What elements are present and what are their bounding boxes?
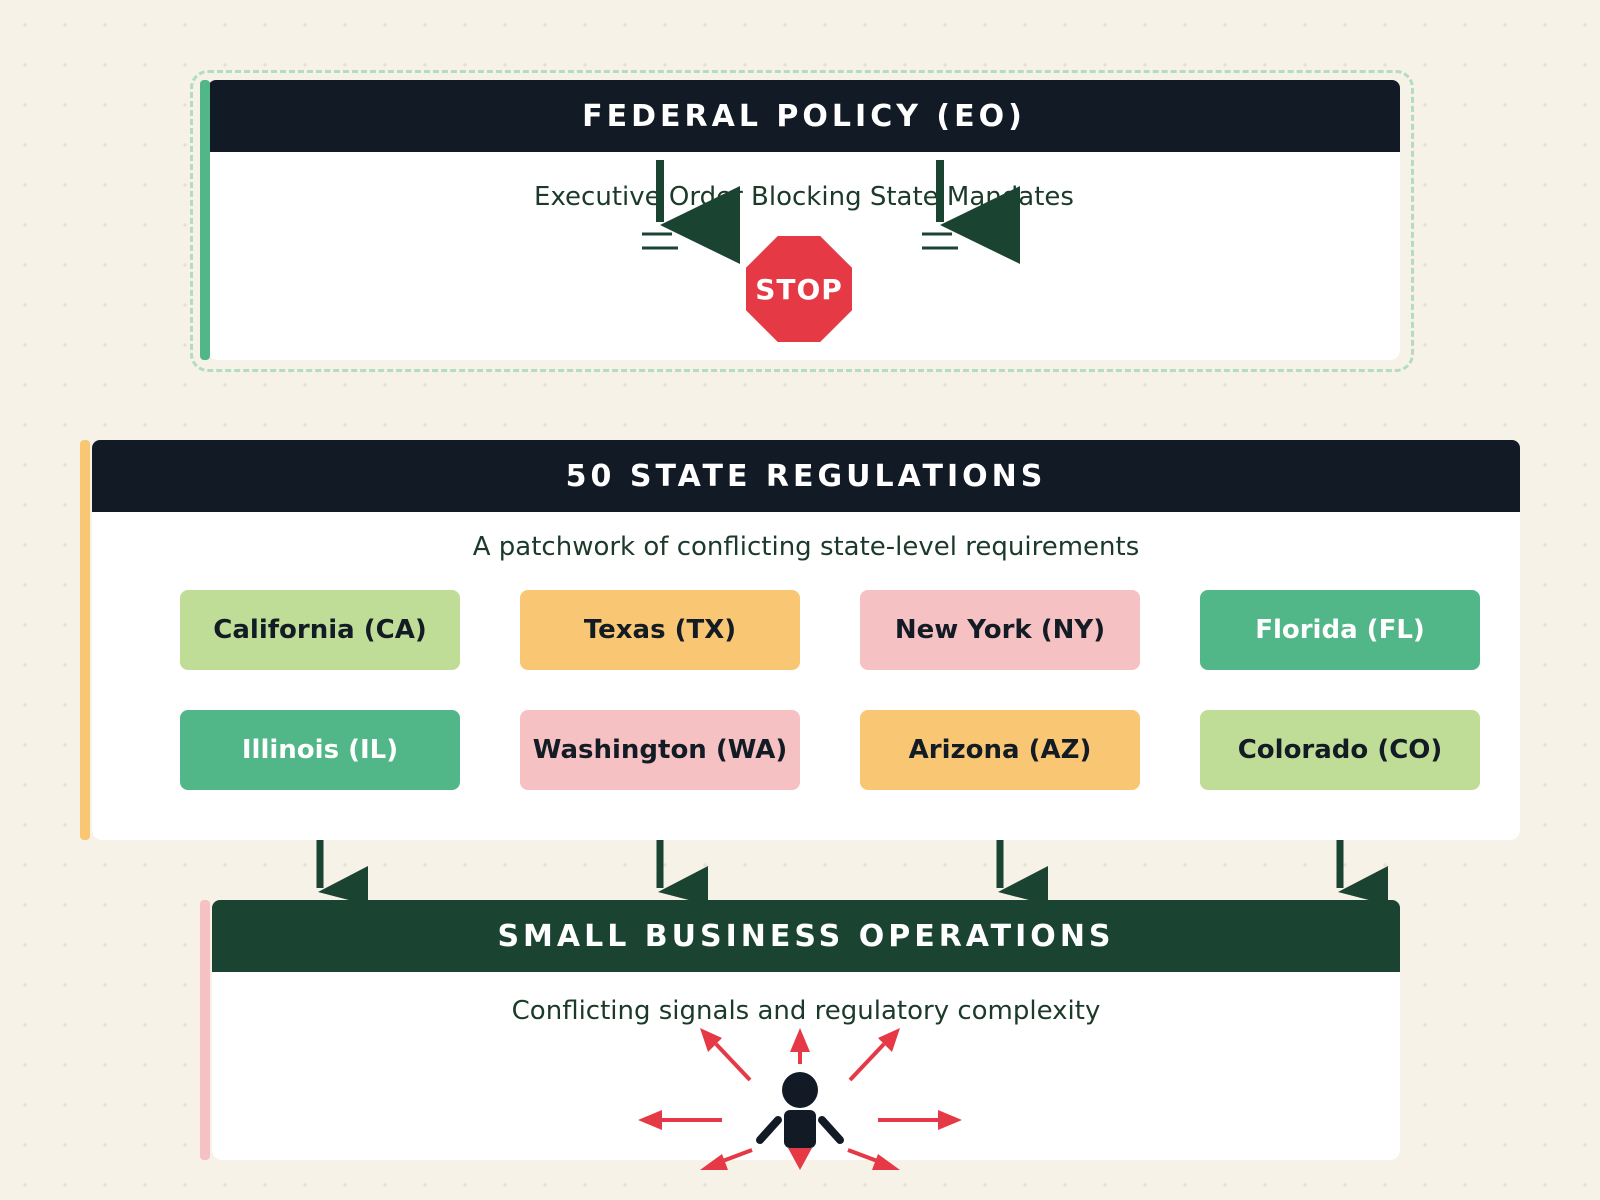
federal-policy-title: FEDERAL POLICY (EO) — [582, 98, 1026, 134]
person-icon — [756, 1072, 844, 1148]
state-tile-california: California (CA) — [180, 590, 460, 670]
state-tile-illinois: Illinois (IL) — [180, 710, 460, 790]
business-accent-bar — [200, 900, 210, 1160]
state-regulations-panel: 50 STATE REGULATIONS A patchwork of conf… — [92, 440, 1520, 840]
state-label: Illinois (IL) — [241, 735, 399, 765]
flow-arrow-4-icon — [1336, 840, 1388, 905]
state-tile-new-york: New York (NY) — [860, 590, 1140, 670]
scatter-arrows-icon — [638, 1028, 962, 1170]
flow-arrow-1-icon — [316, 840, 368, 905]
flow-arrow-2-icon — [656, 840, 708, 905]
state-label: New York (NY) — [894, 615, 1106, 645]
stop-sign-icon: STOP — [746, 236, 852, 342]
state-accent-bar — [80, 440, 90, 840]
block-arrow-right-icon — [922, 160, 1020, 264]
federal-accent-bar — [200, 80, 210, 360]
block-arrow-left-icon — [642, 160, 740, 264]
state-label: California (CA) — [213, 615, 427, 645]
small-business-header: SMALL BUSINESS OPERATIONS — [212, 900, 1400, 972]
state-tile-colorado: Colorado (CO) — [1200, 710, 1480, 790]
state-label: Florida (FL) — [1255, 615, 1425, 645]
state-regulations-title: 50 STATE REGULATIONS — [565, 458, 1047, 494]
state-label: Arizona (AZ) — [908, 735, 1092, 765]
state-tile-washington: Washington (WA) — [520, 710, 800, 790]
state-regulations-header: 50 STATE REGULATIONS — [92, 440, 1520, 512]
federal-frame-dashed — [190, 70, 1414, 372]
flow-arrow-3-icon — [996, 840, 1048, 905]
small-business-title: SMALL BUSINESS OPERATIONS — [497, 918, 1115, 954]
state-label: Colorado (CO) — [1237, 735, 1443, 765]
state-tile-texas: Texas (TX) — [520, 590, 800, 670]
state-tile-florida: Florida (FL) — [1200, 590, 1480, 670]
small-business-subtitle: Conflicting signals and regulatory compl… — [511, 996, 1101, 1026]
state-label: Texas (TX) — [583, 615, 737, 645]
federal-policy-header: FEDERAL POLICY (EO) — [208, 80, 1400, 152]
state-regulations-subtitle: A patchwork of conflicting state-level r… — [472, 532, 1140, 562]
state-tile-arizona: Arizona (AZ) — [860, 710, 1140, 790]
stop-sign-label: STOP — [755, 272, 843, 306]
state-label: Washington (WA) — [532, 735, 788, 765]
